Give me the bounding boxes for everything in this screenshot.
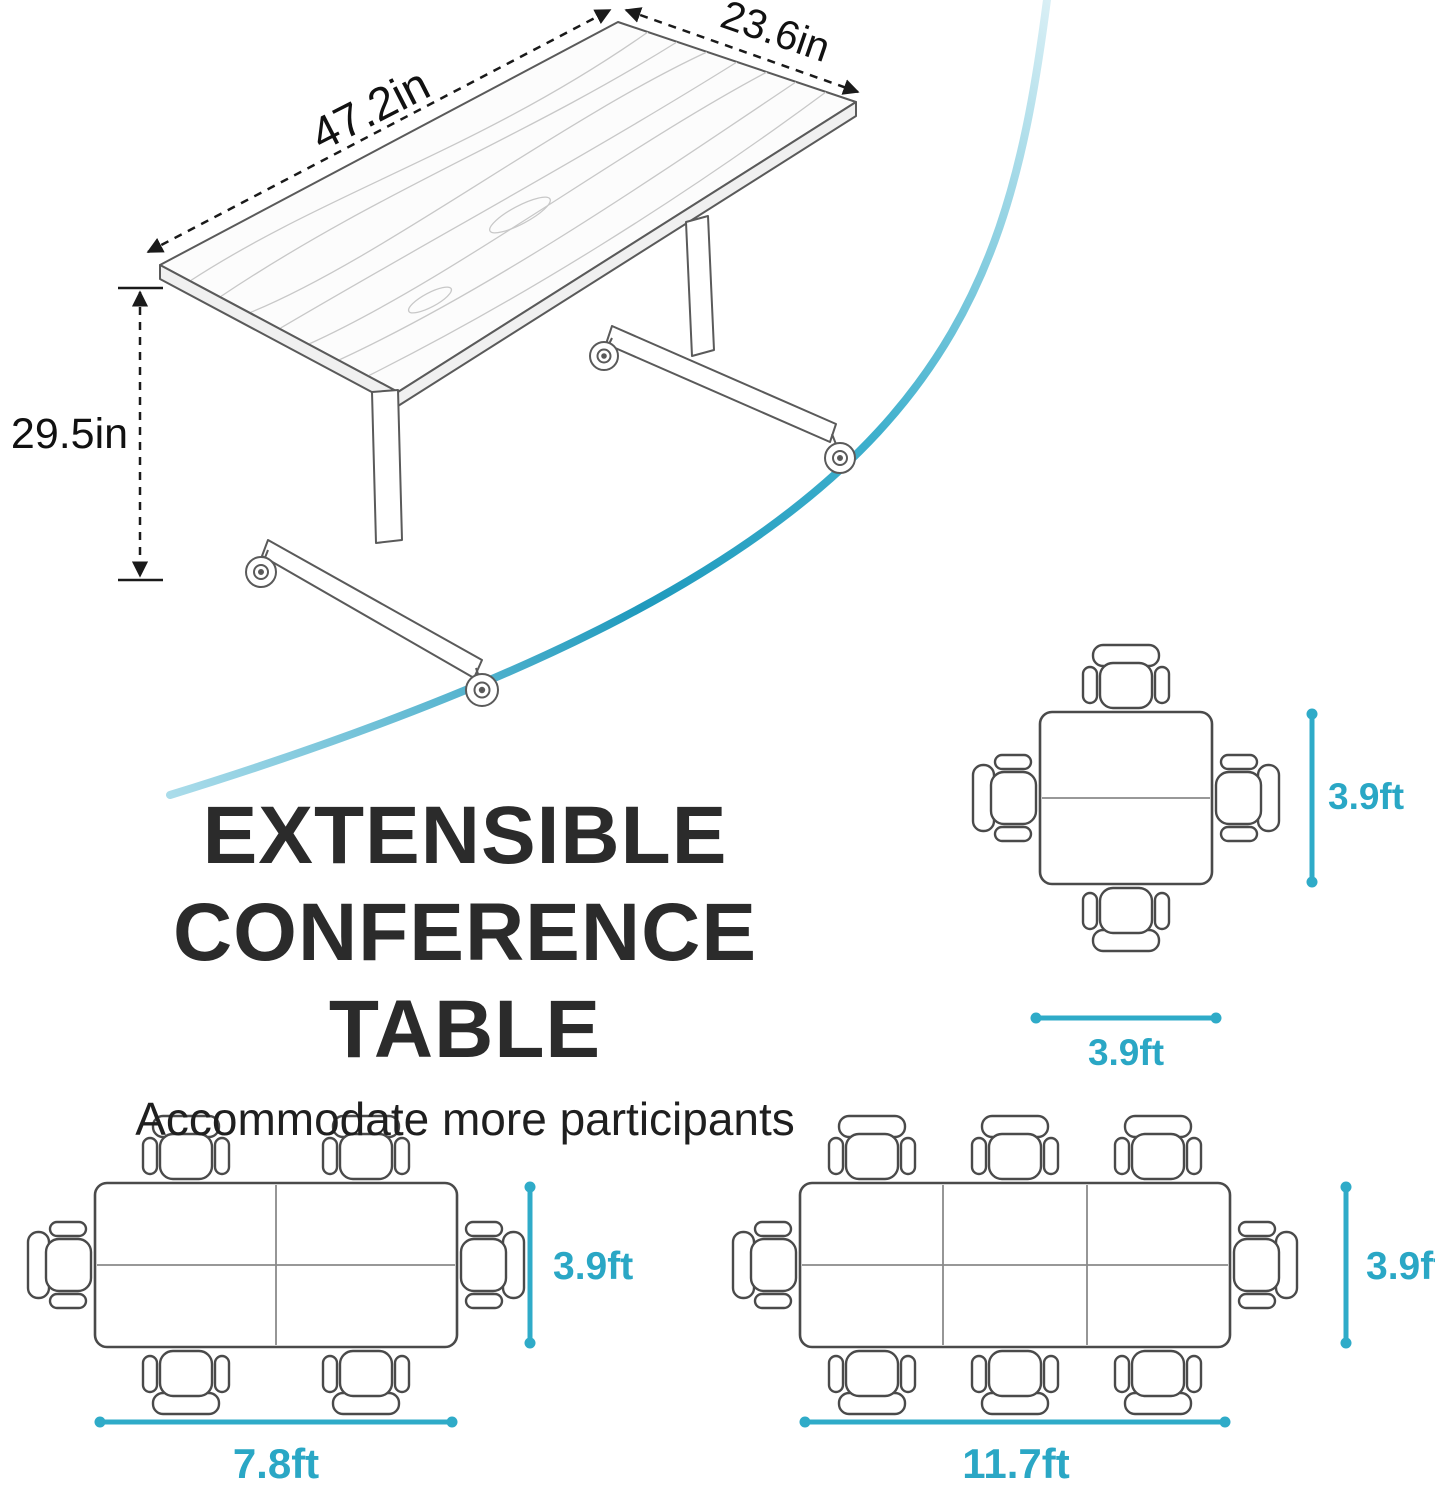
square-depth-label: 3.9ft	[1328, 776, 1405, 817]
chair-icon	[970, 1114, 1060, 1181]
chair-icon	[970, 1349, 1060, 1416]
chair-icon	[731, 1220, 798, 1310]
chair-icon	[1081, 643, 1171, 710]
chair-icon	[1232, 1220, 1299, 1310]
table-leg-right	[589, 215, 856, 474]
chair-icon	[1214, 753, 1281, 843]
headline-line2: CONFERENCE TABLE	[172, 886, 758, 1075]
width-dimension-line	[624, 7, 860, 95]
table-dividers	[97, 1185, 455, 1345]
table-leg-left	[245, 389, 499, 707]
depth-dimension	[1306, 708, 1318, 888]
floorplan-8-seat	[731, 1114, 1352, 1428]
chair-icon	[321, 1349, 411, 1416]
length-dimension-line	[146, 8, 612, 254]
six-seat-width-label: 7.8ft	[232, 1440, 320, 1487]
chair-icon	[1113, 1349, 1203, 1416]
width-dimension	[1030, 1012, 1222, 1024]
chair-icon	[26, 1220, 93, 1310]
dimension-arrows	[118, 7, 860, 582]
chair-icon	[827, 1349, 917, 1416]
headline: EXTENSIBLE CONFERENCE TABLE Accommodate …	[45, 788, 885, 1146]
eight-seat-depth-label: 3.9ft	[1366, 1245, 1435, 1288]
headline-subtitle: Accommodate more participants	[135, 1093, 795, 1146]
table-dividers	[802, 1185, 1228, 1345]
width-dimension	[799, 1416, 1231, 1428]
chair-icon	[1113, 1114, 1203, 1181]
eight-seat-width-label: 11.7ft	[962, 1440, 1070, 1487]
chair-icon	[141, 1349, 231, 1416]
chair-icon	[459, 1220, 526, 1310]
depth-dimension	[524, 1181, 536, 1349]
table-3d-illustration	[159, 21, 857, 707]
chair-icon	[971, 753, 1038, 843]
floorplan-square	[971, 643, 1318, 1024]
width-dimension	[94, 1416, 458, 1428]
six-seat-depth-label: 3.9ft	[553, 1245, 634, 1288]
depth-dimension	[1340, 1181, 1352, 1349]
headline-line1: EXTENSIBLE	[202, 790, 728, 881]
table-height-label: 29.5in	[10, 410, 129, 458]
chair-icon	[1081, 886, 1171, 953]
floorplan-6-seat	[26, 1114, 536, 1428]
square-width-label: 3.9ft	[1087, 1032, 1165, 1073]
